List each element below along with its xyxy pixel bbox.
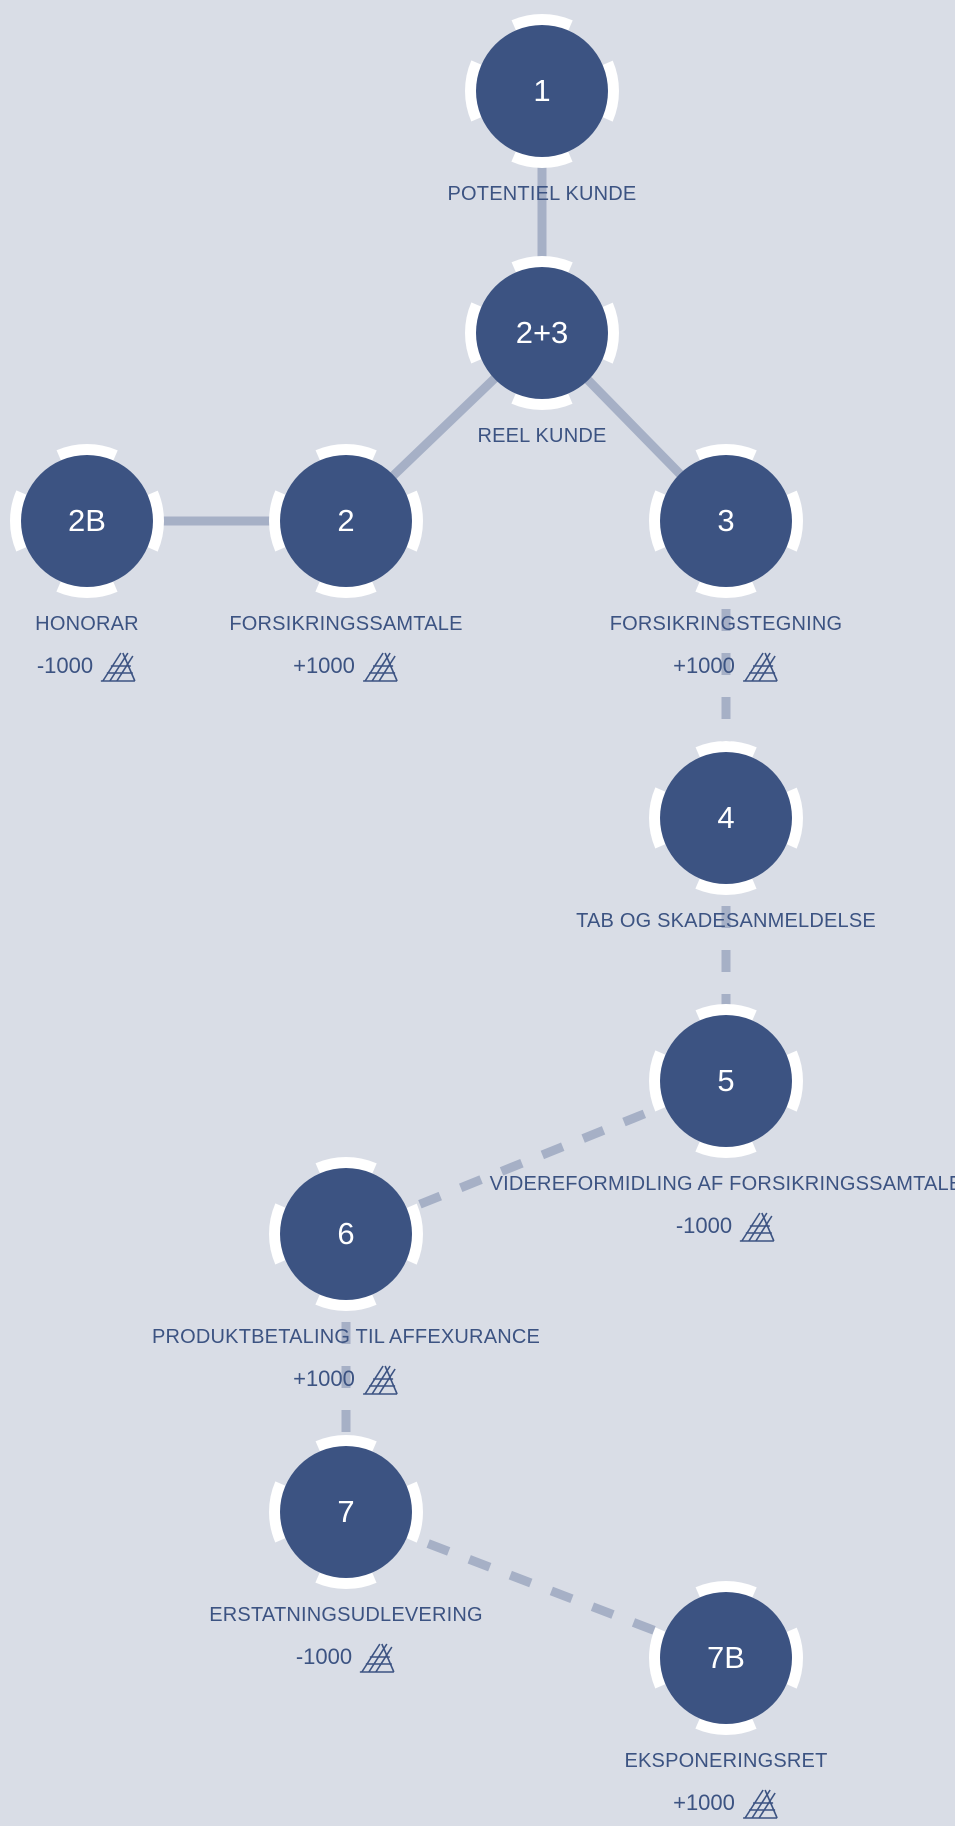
node-7[interactable]: 7 [267,1433,425,1591]
node-label: PRODUKTBETALING TIL AFFEXURANCE [151,1326,541,1348]
node-value: +1000 [293,649,399,683]
node-circle [269,444,423,598]
node-value: -1000 [676,1209,776,1243]
node-label: TAB OG SKADESANMELDELSE [576,910,876,932]
node-circle [465,256,619,410]
node-number: 2+3 [515,315,569,350]
node-2b[interactable]: 2B [8,442,166,600]
node-label: FORSIKRINGSSAMTALE [229,613,463,635]
node-6[interactable]: 6 [267,1155,425,1313]
tokens-icon [741,1786,779,1820]
node-7b[interactable]: 7B [647,1579,805,1737]
node-number: 6 [337,1216,355,1251]
node-circle [649,1004,803,1158]
node-label: HONORAR [35,613,139,635]
node-circle [465,14,619,168]
tokens-icon [99,649,137,683]
node-value-text: +1000 [673,653,735,678]
node-number: 7 [337,1494,355,1529]
node-label: FORSIKRINGSTEGNING [609,613,843,635]
node-value-text: +1000 [293,653,355,678]
node-3[interactable]: 3 [647,442,805,600]
node-number: 5 [717,1063,735,1098]
tokens-icon [361,649,399,683]
tokens-icon [361,1362,399,1396]
node-label: EKSPONERINGSRET [624,1750,828,1772]
node-number: 7B [707,1640,745,1675]
tokens-icon [741,649,779,683]
node-circle [649,444,803,598]
node-circle [269,1435,423,1589]
node-number: 2 [337,503,355,538]
node-circle [649,741,803,895]
node-number: 4 [717,800,735,835]
node-value: -1000 [37,649,137,683]
node-value-text: +1000 [673,1790,735,1815]
node-number: 3 [717,503,735,538]
node-value-text: -1000 [295,1644,353,1669]
node-label: POTENTIEL KUNDE [447,183,637,205]
node-value: +1000 [673,1786,779,1820]
node-value: -1000 [296,1640,396,1674]
node-value-text: -1000 [36,653,94,678]
node-value-text: -1000 [675,1213,733,1238]
node-4[interactable]: 4 [647,739,805,897]
node-value: +1000 [673,649,779,683]
node-number: 1 [533,73,551,108]
node-value: +1000 [293,1362,399,1396]
node-label: VIDEREFORMIDLING AF FORSIKRINGSSAMTALE [489,1173,955,1195]
node-1[interactable]: 1 [463,12,621,170]
node-label: ERSTATNINGSUDLEVERING [209,1604,483,1626]
tokens-icon [738,1209,776,1243]
node-number: 2B [68,503,106,538]
node-2[interactable]: 2 [267,442,425,600]
node-circle [649,1581,803,1735]
node-label: REEL KUNDE [477,425,607,447]
node-circle [269,1157,423,1311]
tokens-icon [358,1640,396,1674]
node-5[interactable]: 5 [647,1002,805,1160]
node-23[interactable]: 2+3 [463,254,621,412]
node-circle [10,444,164,598]
node-value-text: +1000 [293,1366,355,1391]
